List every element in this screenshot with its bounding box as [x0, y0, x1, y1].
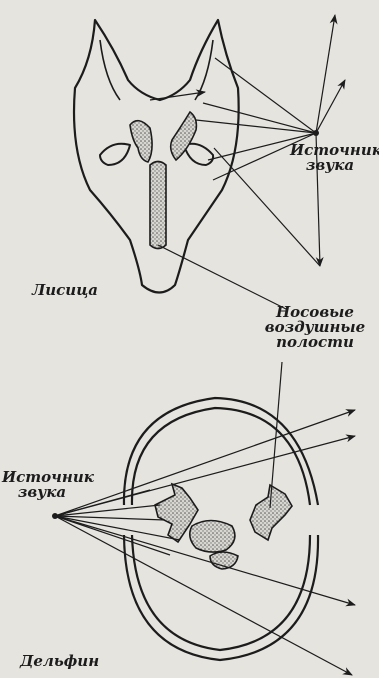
- fox-nasal-cavities: [130, 112, 196, 249]
- nasal-cavities-label: Носовые воздушные полости: [260, 305, 370, 350]
- fox-source-label: Источник звука: [290, 143, 370, 173]
- fox-source-label-line2: звука: [290, 158, 370, 173]
- dolphin-source-dot: [52, 513, 58, 519]
- fox-label: Лисица: [32, 283, 98, 298]
- fox-right-eye: [184, 144, 213, 165]
- dolphin-source-label-line2: звука: [2, 485, 82, 500]
- fox-right-ear-inner: [195, 40, 213, 100]
- dolphin-source-label: Источник звука: [2, 470, 82, 500]
- nasal-cavities-label-line3: полости: [260, 335, 370, 350]
- fox-left-eye: [100, 144, 130, 165]
- fox-head: [74, 20, 239, 293]
- fox-source-dot: [313, 130, 319, 136]
- dolphin-outer-top: [124, 398, 318, 505]
- dolphin-inner-top: [132, 408, 310, 505]
- dolphin-label: Дельфин: [20, 654, 99, 669]
- fox-left-ear-inner: [100, 40, 120, 100]
